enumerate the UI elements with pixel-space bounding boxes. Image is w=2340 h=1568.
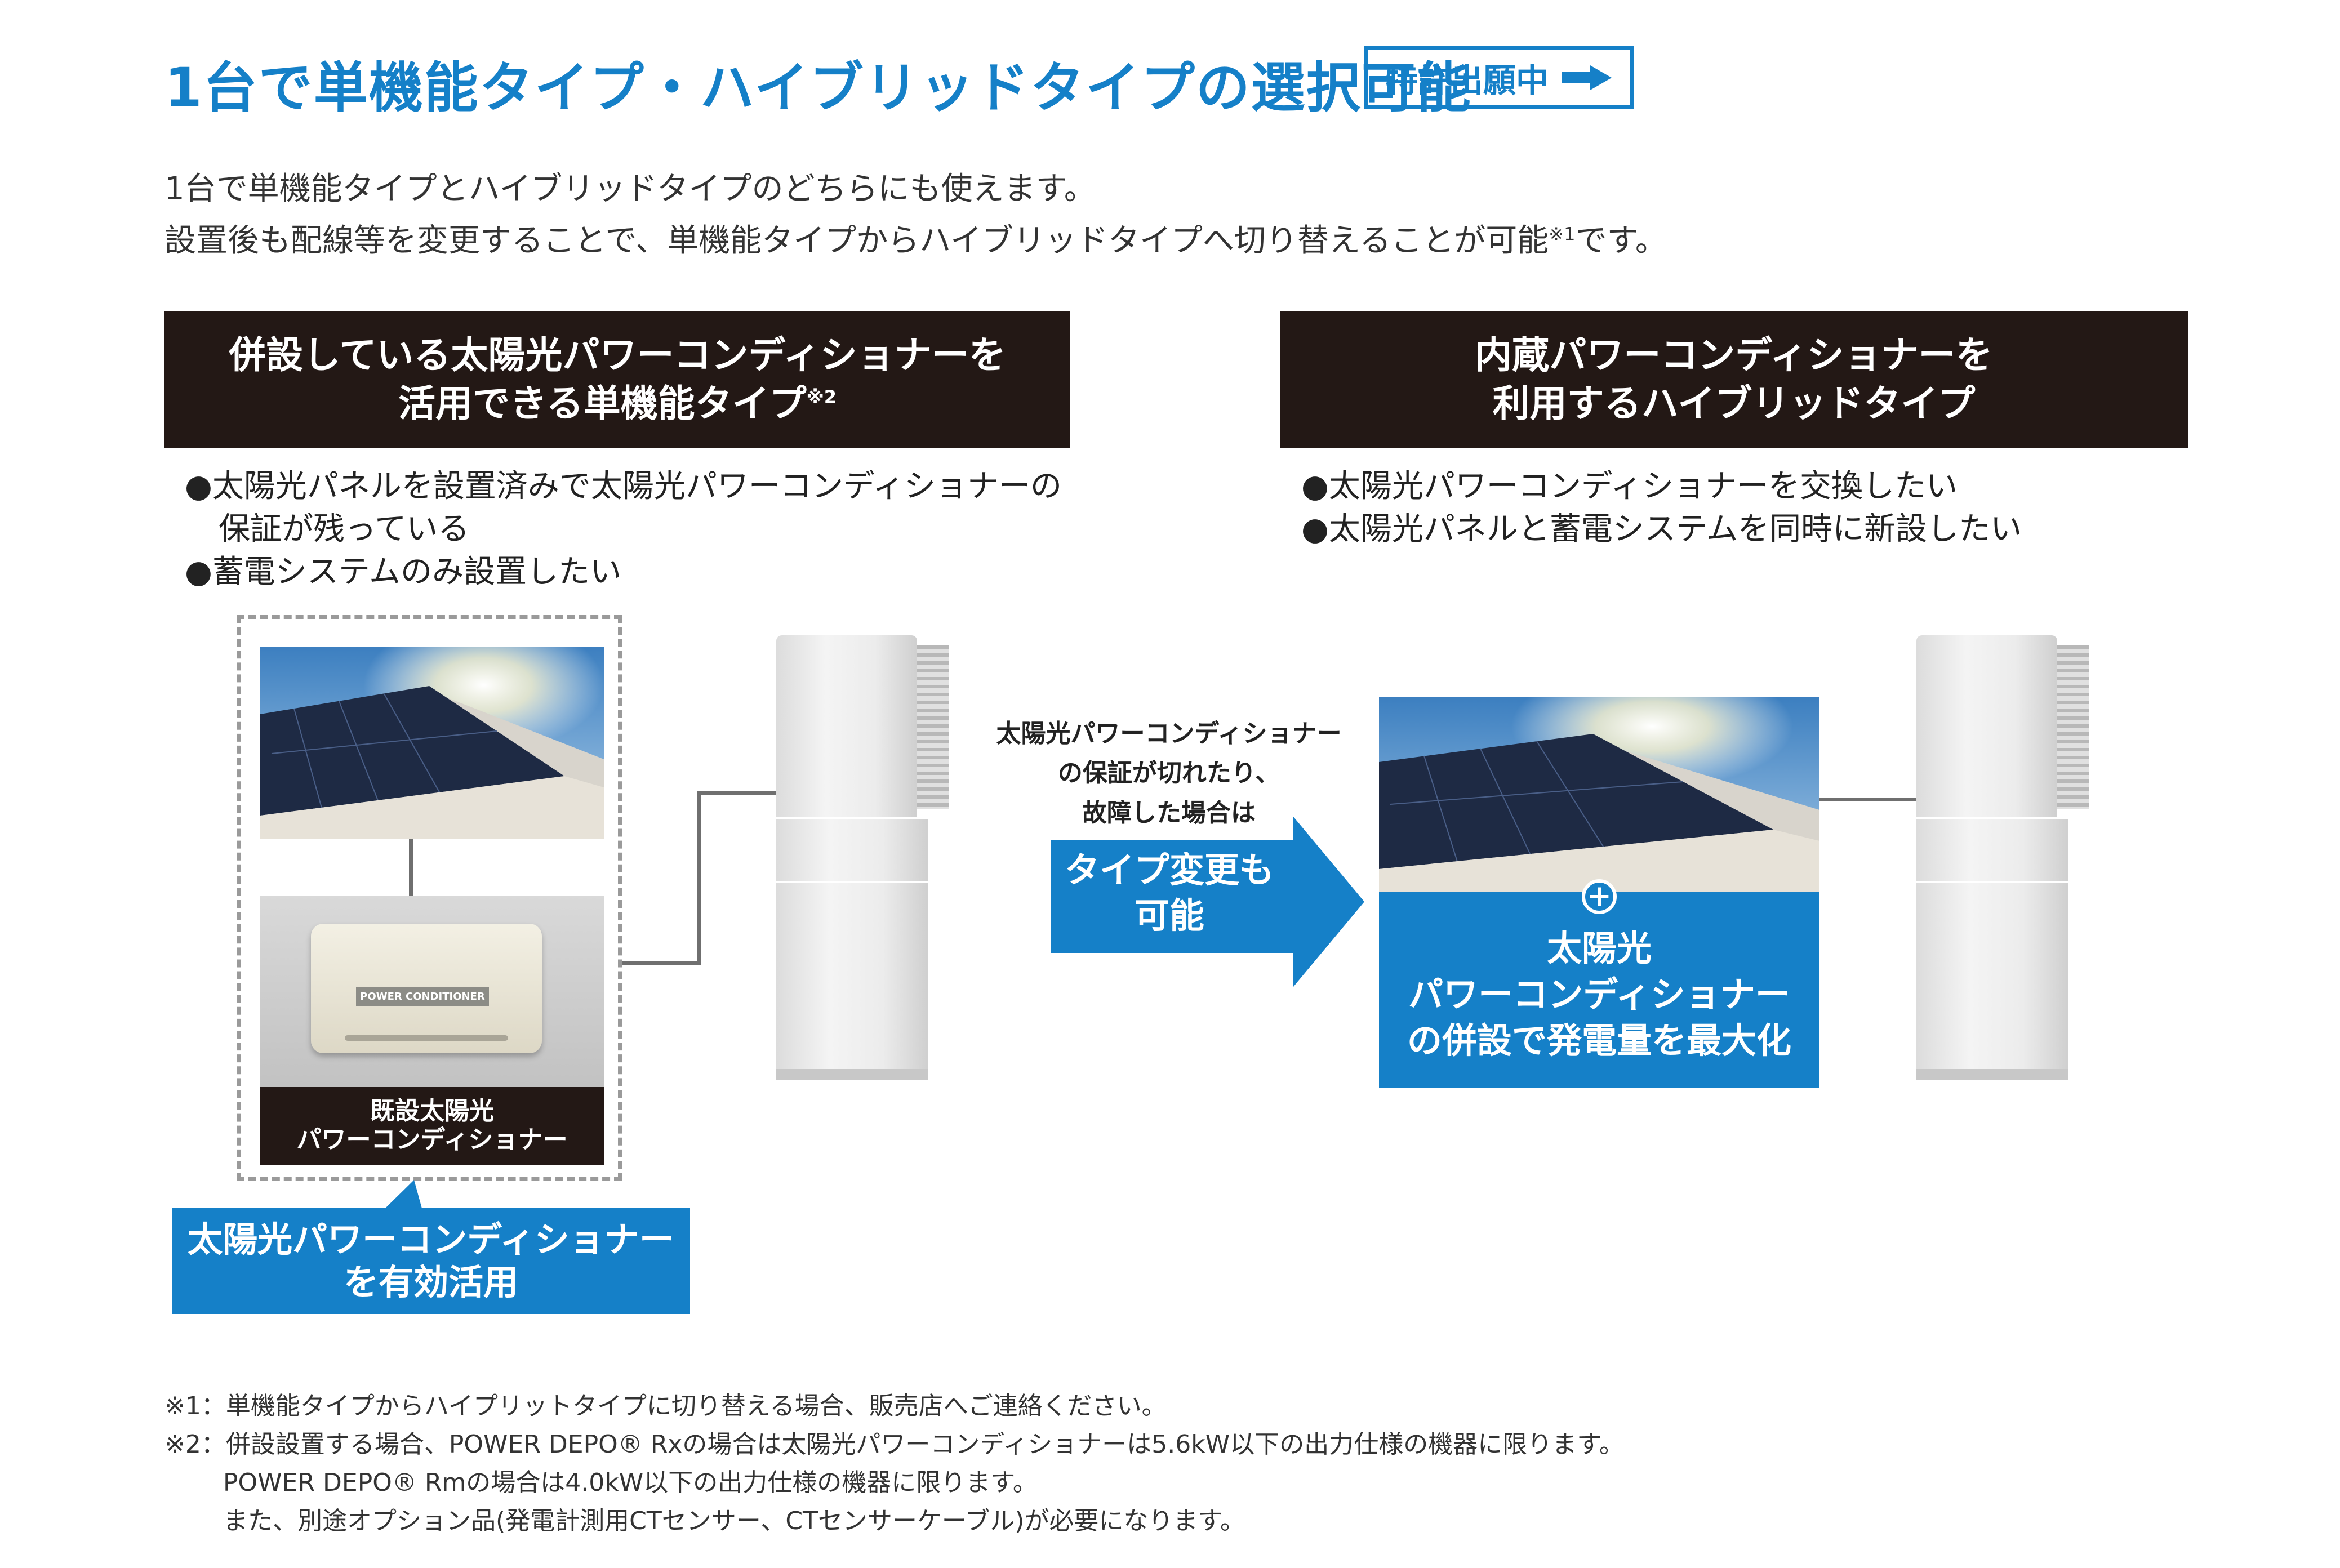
battery-upper-section-right: [1916, 635, 2057, 817]
warranty-note-line2: の保証が切れたり、: [1057, 759, 1280, 788]
left-bullet-2: ●蓄電システムのみ設置したい: [185, 554, 622, 590]
effective-use-callout-line2: を有効活用: [343, 1262, 518, 1303]
plus-icon: +: [1582, 879, 1617, 914]
footnote-2-cont-1: POWER DEPO® Rmの場合は4.0kW以下の出力仕様の機器に限ります。: [223, 1468, 1038, 1497]
intro-line-2-end: です。: [1575, 222, 1667, 259]
right-bullet-1: ●太陽光パワーコンディショナーを交換したい: [1301, 468, 1958, 505]
intro-note-ref: ※1: [1549, 223, 1576, 245]
solar-panel-house-photo: [260, 647, 604, 839]
hybrid-header: 内蔵パワーコンディショナーを 利用するハイブリッドタイプ: [1280, 311, 2188, 448]
type-change-label: タイプ変更も 可能: [1051, 848, 1288, 938]
power-conditioner-unit: POWER CONDITIONER: [311, 924, 542, 1053]
effective-use-callout: 太陽光パワーコンディショナー を有効活用: [172, 1208, 690, 1314]
type-change-label-line1: タイプ変更も: [1064, 849, 1274, 890]
existing-inverter-caption-line2: パワーコンディショナー: [296, 1125, 568, 1154]
callout-pointer: [383, 1180, 422, 1210]
warranty-note-line3: 故障した場合は: [1082, 798, 1256, 827]
single-function-header-line2: 活用できる単機能タイプ※2: [164, 380, 1070, 428]
panel-to-inverter-connector: [409, 839, 413, 896]
inverter-to-battery-line-h2: [697, 791, 777, 795]
inverter-to-battery-line-h1: [622, 961, 701, 965]
left-bullet-1: ●太陽光パネルを設置済みで太陽光パワーコンディショナーの: [185, 468, 1062, 505]
battery-middle-section: [776, 819, 928, 881]
left-bullet-1-cont: 保証が残っている: [219, 511, 470, 547]
single-function-header: 併設している太陽光パワーコンディショナーを 活用できる単機能タイプ※2: [164, 311, 1070, 448]
hybrid-header-line1: 内蔵パワーコンディショナーを: [1475, 333, 1993, 377]
power-conditioner-plate: POWER CONDITIONER: [356, 987, 489, 1006]
maximize-output-line1: 太陽光: [1546, 928, 1652, 969]
battery-base: [776, 1069, 928, 1080]
inverter-photo-background: POWER CONDITIONER: [260, 896, 604, 1087]
single-function-note-ref: ※2: [806, 386, 837, 408]
storage-battery-unit-left: [776, 635, 949, 1086]
patent-label: 特許出願中: [1385, 61, 1549, 100]
battery-side-vent: [917, 645, 949, 809]
page-title: 1台で単機能タイプ・ハイブリッドタイプの選択可能: [164, 56, 1472, 119]
existing-inverter-caption-line1: 既設太陽光: [370, 1097, 494, 1126]
inverter-to-battery-line-v: [697, 791, 701, 965]
battery-side-vent-right: [2057, 645, 2089, 809]
vent-slot: [345, 1035, 508, 1041]
footnote-2-cont-2: また、別途オプション品(発電計測用CTセンサー、CTセンサーケーブル)が必要にな…: [223, 1507, 1245, 1535]
maximize-output-line3: の併設で発電量を最大化: [1407, 1019, 1791, 1061]
single-function-header-line1: 併設している太陽光パワーコンディショナーを: [229, 333, 1006, 377]
maximize-output-box: + 太陽光 パワーコンディショナー の併設で発電量を最大化: [1379, 879, 1819, 1088]
solar-panel-house-photo-right: [1379, 697, 1819, 892]
right-bullet-2: ●太陽光パネルと蓄電システムを同時に新設したい: [1301, 511, 2022, 547]
battery-lower-section: [776, 883, 928, 1069]
warranty-note-line1: 太陽光パワーコンディショナー: [996, 719, 1342, 748]
single-function-header-text: 活用できる単機能タイプ: [398, 382, 807, 425]
hybrid-connector-line: [1819, 798, 1919, 801]
type-change-label-line2: 可能: [1134, 894, 1204, 936]
patent-pending-badge: 特許出願中: [1364, 46, 1634, 109]
existing-inverter-caption: 既設太陽光 パワーコンディショナー: [260, 1087, 604, 1165]
footnote-1: ※1：単機能タイプからハイプリットタイプに切り替える場合、販売店へご連絡ください…: [164, 1392, 1167, 1420]
intro-line-2: 設置後も配線等を変更することで、単機能タイプからハイブリッドタイプへ切り替えるこ…: [164, 215, 1667, 261]
warranty-note: 太陽光パワーコンディショナー の保証が切れたり、 故障した場合は: [977, 714, 1360, 833]
type-change-arrow: [1051, 817, 1364, 987]
maximize-output-line2: パワーコンディショナー: [1408, 973, 1790, 1015]
maximize-output-text: 太陽光 パワーコンディショナー の併設で発電量を最大化: [1379, 925, 1819, 1063]
intro-line-1: 1台で単機能タイプとハイブリッドタイプのどちらにも使えます。: [164, 171, 1096, 207]
hybrid-header-line2: 利用するハイブリッドタイプ: [1492, 382, 1976, 425]
effective-use-callout-line1: 太陽光パワーコンディショナー: [188, 1219, 674, 1260]
footnote-2: ※2：併設設置する場合、POWER DEPO® Rxの場合は太陽光パワーコンディ…: [164, 1430, 1624, 1459]
battery-base-right: [1916, 1069, 2068, 1080]
intro-line-2-main: 設置後も配線等を変更することで、単機能タイプからハイブリッドタイプへ切り替えるこ…: [164, 222, 1549, 259]
battery-lower-section-right: [1916, 883, 2068, 1069]
pointing-hand-icon: [1562, 65, 1612, 90]
battery-middle-section-right: [1916, 819, 2068, 881]
existing-equipment-frame: [237, 615, 622, 1181]
storage-battery-unit-right: [1916, 635, 2089, 1086]
battery-upper-section: [776, 635, 917, 817]
